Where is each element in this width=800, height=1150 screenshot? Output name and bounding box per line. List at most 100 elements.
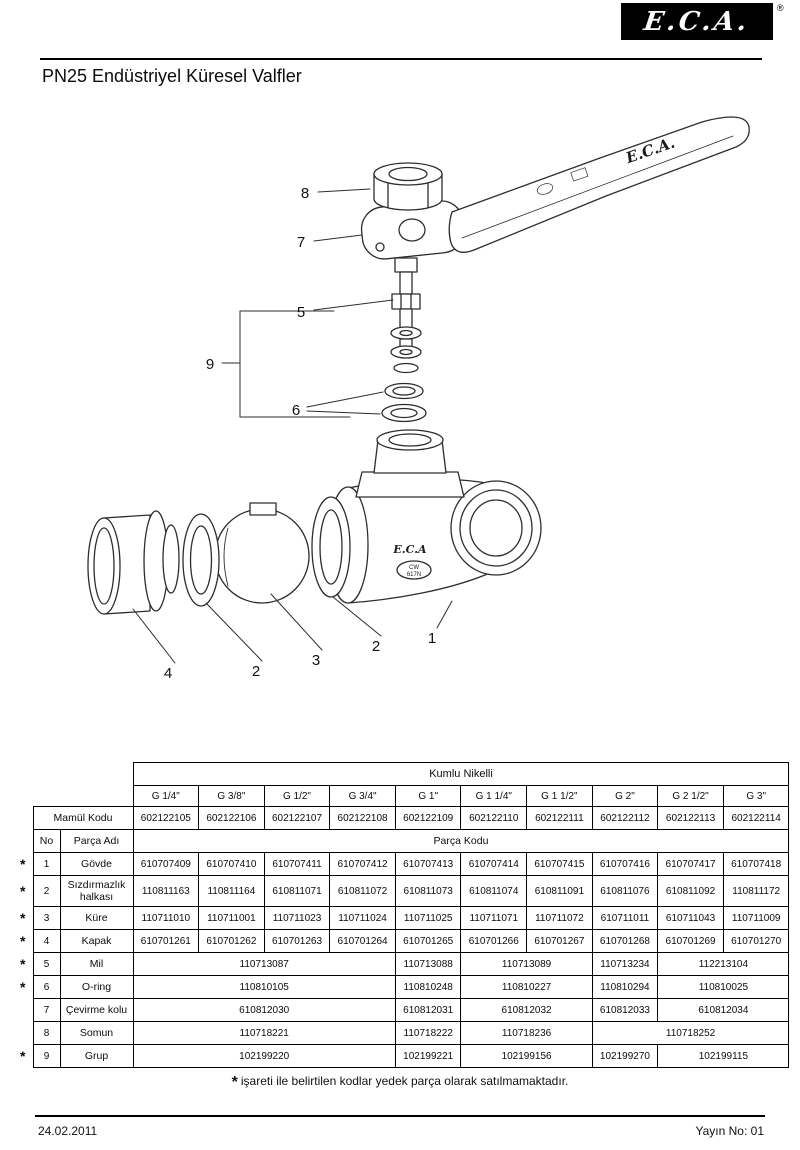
body-badge-line2: 617N [407, 572, 421, 578]
code-cell: 610707410 [198, 852, 265, 876]
part-name-cell: Somun [59, 1021, 134, 1045]
code-cell: 610701263 [263, 929, 331, 953]
star-cell [13, 1022, 33, 1045]
body-brand-text: E.C.A [392, 543, 427, 556]
star-cell: * [20, 856, 26, 872]
spacer-cell [13, 807, 33, 830]
callout-6: 6 [292, 402, 300, 419]
code-cell: 110713089 [460, 952, 593, 976]
size-header-cell: G 1 1/2" [526, 785, 593, 807]
code-cell: 610811092 [657, 875, 724, 907]
code-cell: 110713234 [591, 952, 659, 976]
code-cell: 110711072 [526, 906, 593, 930]
code-cell: 610707415 [526, 852, 593, 876]
star-cell: * [20, 883, 26, 899]
code-cell: 110713087 [132, 952, 396, 976]
code-cell: 610701264 [329, 929, 396, 953]
callout-3: 3 [312, 652, 320, 669]
part-no-cell: 8 [32, 1021, 61, 1045]
table-row: * 6 O-ring 110810105 110810248 110810227… [13, 975, 790, 999]
no-label: No [32, 829, 61, 853]
star-cell: * [20, 933, 26, 949]
footer-issue-no: Yayın No: 01 [695, 1124, 764, 1138]
star-cell: * [20, 1048, 26, 1064]
code-cell: 110711023 [263, 906, 331, 930]
code-cell: 110718221 [132, 1021, 396, 1045]
code-cell: 610701270 [722, 929, 790, 953]
code-cell: 110810105 [132, 975, 396, 999]
size-header-cell: G 2 1/2" [657, 785, 724, 807]
code-cell: 110711010 [132, 906, 200, 930]
code-cell: 610707414 [460, 852, 528, 876]
code-cell: 610812031 [394, 998, 462, 1022]
size-header-cell: G 1/4" [132, 785, 200, 807]
mamul-code-cell: 602122113 [657, 806, 724, 830]
footnote: *işareti ile belirtilen kodlar yedek par… [0, 1074, 800, 1092]
code-cell: 610811071 [263, 875, 331, 907]
parts-table: Kumlu Nikelli G 1/4" G 3/8" G 1/2" G 3/4… [13, 762, 790, 1068]
oring-parts [381, 382, 427, 423]
mamul-code-cell: 602122114 [722, 806, 790, 830]
table-row: * 5 Mil 110713087 110713088 110713089 11… [13, 952, 790, 976]
code-cell: 610707416 [591, 852, 659, 876]
code-cell: 610707418 [722, 852, 790, 876]
code-cell: 110713088 [394, 952, 462, 976]
leader-lines [132, 188, 453, 664]
star-cell: * [20, 956, 26, 972]
code-cell: 610707413 [394, 852, 462, 876]
part-no-cell: 2 [32, 875, 61, 907]
code-cell: 110711071 [460, 906, 528, 930]
code-cell: 102199221 [394, 1044, 462, 1068]
body-badge-line1: CW [409, 565, 419, 571]
code-cell: 110810248 [394, 975, 462, 999]
code-cell: 610811073 [394, 875, 462, 907]
code-cell: 110718222 [394, 1021, 462, 1045]
code-cell: 610811074 [460, 875, 528, 907]
code-cell: 610812033 [591, 998, 659, 1022]
eca-logo: E.C.A. [621, 3, 773, 40]
callout-8: 8 [301, 185, 309, 202]
code-cell: 610701268 [591, 929, 659, 953]
code-cell: 110718252 [591, 1021, 790, 1045]
footnote-text: işareti ile belirtilen kodlar yedek parç… [240, 1074, 569, 1088]
code-cell: 610701269 [657, 929, 724, 953]
code-cell: 610812032 [460, 998, 593, 1022]
size-header-cell: G 3/8" [198, 785, 265, 807]
footnote-star: * [231, 1074, 238, 1091]
part-no-cell: 3 [32, 906, 61, 930]
code-cell: 110711001 [198, 906, 265, 930]
code-cell: 110711024 [329, 906, 396, 930]
spacer-cell [33, 786, 133, 807]
mamul-code-cell: 602122109 [394, 806, 462, 830]
part-no-cell: 5 [32, 952, 61, 976]
seal-right-part [311, 496, 351, 598]
mamul-kodu-label: Mamül Kodu [32, 806, 134, 830]
code-cell: 102199156 [460, 1044, 593, 1068]
code-cell: 110811163 [132, 875, 200, 907]
table-row: 8 Somun 110718221 110718222 110718236 11… [13, 1021, 790, 1045]
parca-adi-label: Parça Adı [59, 829, 134, 853]
code-cell: 610711043 [657, 906, 724, 930]
code-cell: 102199270 [591, 1044, 659, 1068]
callout-7: 7 [297, 234, 305, 251]
ball-part [214, 502, 310, 604]
mamul-code-cell: 602122108 [329, 806, 396, 830]
part-name-cell: Mil [59, 952, 134, 976]
code-cell: 610707411 [263, 852, 331, 876]
code-cell: 610707412 [329, 852, 396, 876]
code-cell: 110711025 [394, 906, 462, 930]
registered-mark: ® [777, 3, 784, 13]
part-no-cell: 4 [32, 929, 61, 953]
stem-part [390, 257, 422, 374]
seal-left-part [182, 513, 220, 607]
spacer-cell [13, 786, 33, 807]
code-cell: 610811091 [526, 875, 593, 907]
code-cell: 102199115 [657, 1044, 790, 1068]
part-no-cell: 6 [32, 975, 61, 999]
mamul-code-cell: 602122105 [132, 806, 200, 830]
star-cell: * [20, 910, 26, 926]
code-cell: 610701266 [460, 929, 528, 953]
part-no-cell: 7 [32, 998, 61, 1022]
part-no-cell: 9 [32, 1044, 61, 1068]
spacer-cell [13, 763, 33, 786]
